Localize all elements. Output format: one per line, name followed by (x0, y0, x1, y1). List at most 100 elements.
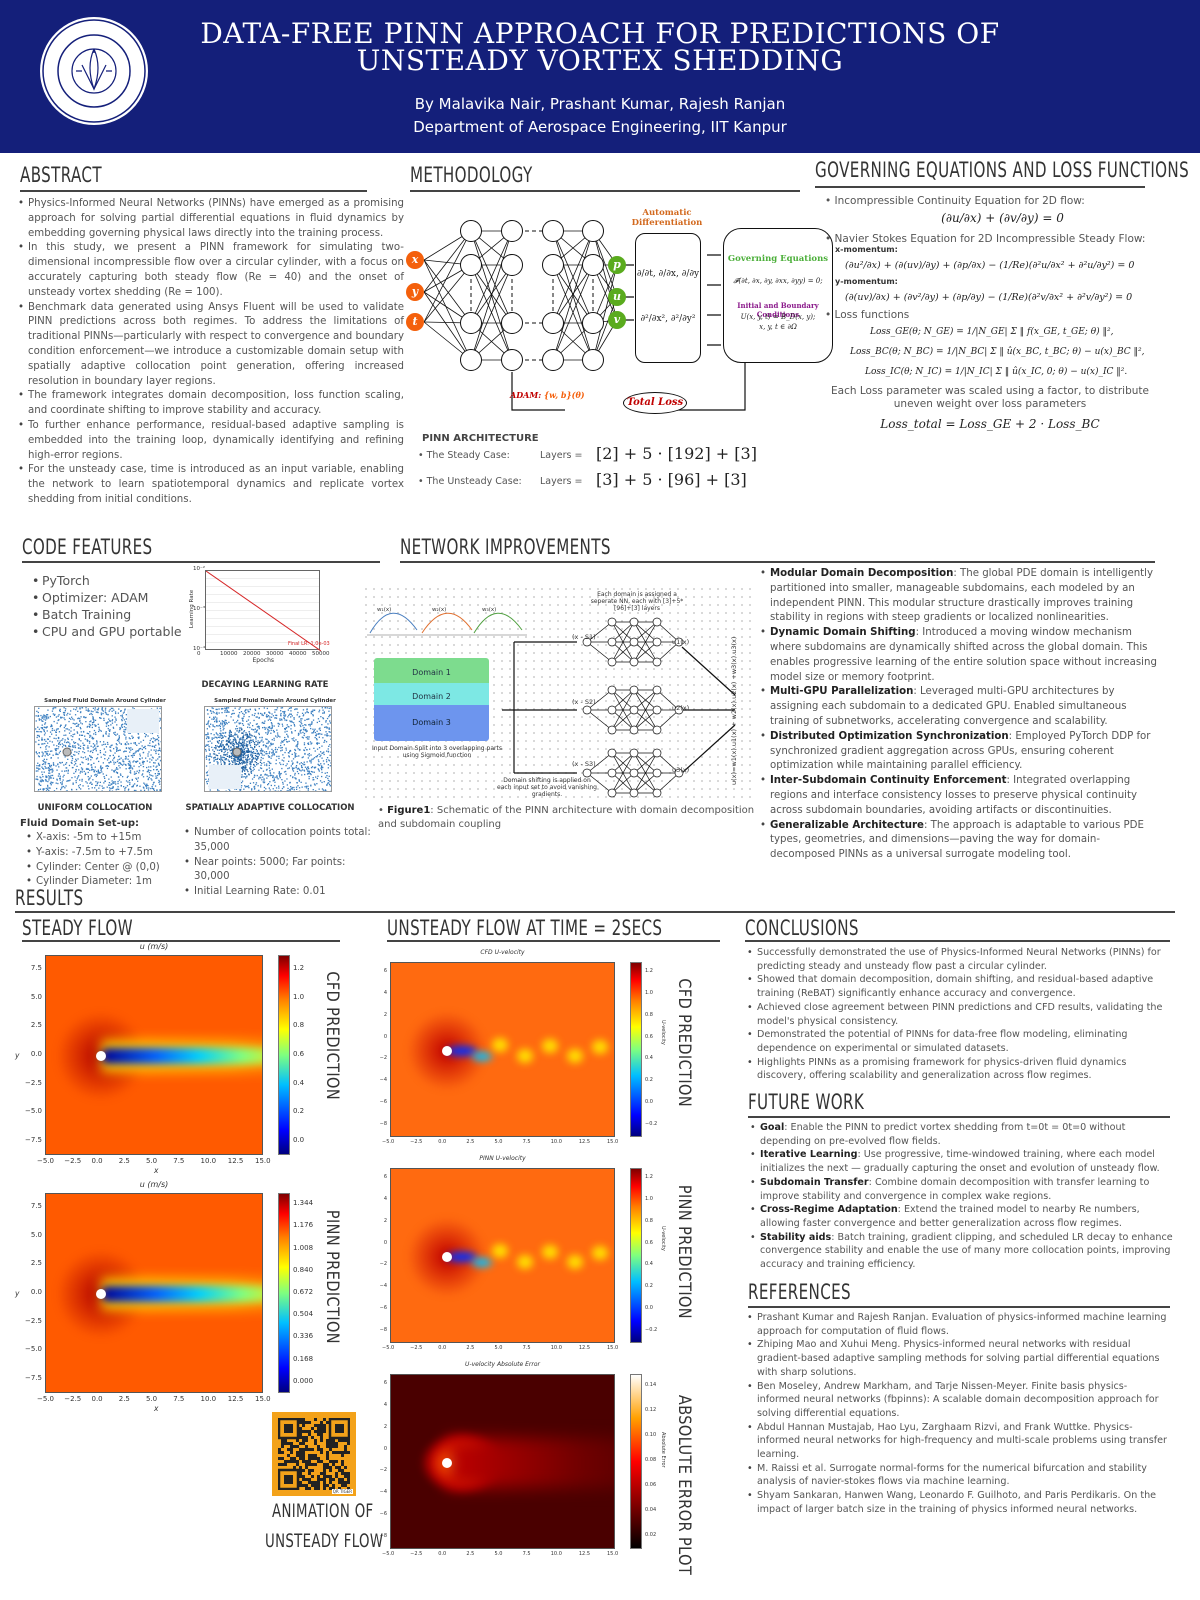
subnet-neuron (582, 705, 592, 715)
y-tick: −5.0 (25, 1345, 42, 1354)
hidden-neuron (542, 349, 564, 371)
network-heading: NETWORK IMPROVEMENTS (400, 535, 611, 559)
subnet-neuron (607, 748, 617, 758)
subnet-neuron (652, 725, 662, 735)
colorbar-tick: 0.04 (645, 1506, 657, 1513)
improvements-list: Modular Domain Decomposition: The global… (758, 567, 1163, 863)
colorbar-tick: 0.0 (645, 1305, 653, 1312)
y-tick: 0 (383, 1445, 387, 1452)
weight-3: w₃(x) (482, 607, 497, 613)
ibc-equation: U(x, y, t) = B_D(x, y); (740, 313, 816, 321)
colorbar-tick: 0.840 (293, 1265, 314, 1274)
future-item-label: Subdomain Transfer (760, 1176, 869, 1188)
future-item-label: Iterative Learning (760, 1149, 858, 1161)
subnet-neuron (629, 685, 639, 695)
lr-line (206, 571, 321, 651)
subnet-neuron (652, 685, 662, 695)
colorbar-label: U-velocity (660, 1225, 666, 1251)
improvement-item: Multi-GPU Parallelization: Leveraged mul… (758, 685, 1163, 729)
abstract-item: Physics-Informed Neural Networks (PINNs)… (16, 197, 404, 241)
equations-box: Governing Equations 𝓕(∂t, ∂x, ∂y, ∂xx, ∂… (723, 228, 833, 363)
x-tick: 0.0 (91, 1395, 103, 1403)
pinn-diagram: ∂/∂t, ∂/∂x, ∂/∂y ∂²/∂x², ∂²/∂y² Automati… (405, 200, 833, 420)
divider (748, 1306, 1170, 1308)
y-tick: −8 (379, 1533, 387, 1540)
future-list: Goal: Enable the PINN to predict vortex … (748, 1121, 1173, 1272)
future-item: Stability aids: Batch training, gradient… (748, 1231, 1173, 1272)
future-work-heading: FUTURE WORK (748, 1090, 865, 1114)
divider (815, 186, 1145, 188)
colorbar-tick: 0.8 (645, 1011, 653, 1018)
unsteady-flow-heading: UNSTEADY FLOW AT TIME = 2SECS (387, 916, 663, 940)
uniform-collocation-plot: Sampled Fluid Domain Around Cylinder (20, 698, 170, 798)
abstract-heading: ABSTRACT (20, 163, 102, 187)
conclusion-item: Highlights PINNs as a promising framewor… (745, 1056, 1170, 1083)
hidden-neuron (501, 349, 523, 371)
colorbar-tick: 0.12 (645, 1406, 657, 1413)
improvement-item: Modular Domain Decomposition: The global… (758, 567, 1163, 626)
y-tick: −2.5 (25, 1316, 42, 1325)
colorbar-tick: 0.0 (645, 1099, 653, 1106)
x-tick: 12.5 (578, 1139, 591, 1145)
vortex (567, 1048, 584, 1063)
future-item: Goal: Enable the PINN to predict vortex … (748, 1121, 1173, 1148)
abstract-item: The framework integrates domain decompos… (16, 389, 404, 419)
x-tick: 15.0 (607, 1139, 619, 1145)
points-item: Number of collocation points total: 35,0… (182, 826, 377, 856)
domain-3: Domain 3 (374, 705, 489, 741)
future-item: Subdomain Transfer: Combine domain decom… (748, 1176, 1173, 1203)
hidden-neuron (501, 220, 523, 242)
hidden-neuron (582, 312, 604, 334)
qr-label: ANIMATION OF (272, 1500, 374, 1522)
conclusions-list: Successfully demonstrated the use of Phy… (745, 946, 1170, 1083)
weight-2: w₂(x) (432, 607, 447, 613)
colorbar-tick: 1.2 (645, 1173, 653, 1180)
hidden-neuron (542, 254, 564, 276)
subnet-neuron (652, 705, 662, 715)
colorbar-tick: 0.4 (645, 1055, 653, 1062)
x-tick: 0 (197, 651, 201, 657)
output-node-p: p (608, 256, 626, 274)
cylinder (95, 1289, 106, 1299)
improvement-item-label: Generalizable Architecture (770, 819, 924, 831)
x-label: Epochs (252, 657, 275, 664)
colorbar-label: Absolute Error (660, 1431, 666, 1468)
shift-note: Domain shifting is applied on each input… (497, 777, 597, 798)
colorbar (630, 1168, 642, 1343)
legend (209, 765, 241, 789)
cylinder (62, 747, 72, 757)
vortex (567, 1254, 584, 1269)
y-tick: 0.0 (30, 1050, 42, 1058)
subnet-neuron (652, 657, 662, 667)
improvement-item-text: : The approach is adaptable to various P… (770, 819, 1144, 861)
plot-title: U-velocity Absolute Error (465, 1361, 540, 1368)
y-tick: 2 (383, 1217, 387, 1224)
colorbar-tick: −0.2 (645, 1121, 658, 1128)
improvement-item-text: : Integrated overlapping regions and int… (770, 775, 1138, 816)
unsteady-cfd-plot (390, 962, 615, 1137)
arch-heading: PINN ARCHITECTURE (422, 433, 539, 444)
improvement-item-label: Modular Domain Decomposition (770, 568, 954, 579)
methodology-heading: METHODOLOGY (410, 163, 533, 187)
y-tick: 0 (383, 1239, 387, 1246)
y-tick: −8 (379, 1327, 387, 1334)
colorbar (630, 1374, 642, 1549)
authors: By Malavika Nair, Prashant Kumar, Rajesh… (414, 95, 786, 113)
x-tick: −2.5 (410, 1345, 423, 1351)
hidden-neuron (460, 312, 482, 334)
department: Department of Aerospace Engineering, IIT… (413, 118, 787, 136)
output-node-v: v (608, 311, 626, 329)
improvement-item-text: : Leveraged multi-GPU architectures by a… (770, 686, 1127, 727)
setup-item: Y-axis: -7.5m to +7.5m (24, 846, 184, 861)
animation-qr-code[interactable]: QR TIGER (272, 1412, 356, 1496)
hidden-neuron (582, 220, 604, 242)
divider (748, 1116, 1170, 1118)
subnet-neuron (629, 705, 639, 715)
nn-note: Each domain is assigned a seperate NN, e… (590, 591, 684, 612)
y-tick: −4 (379, 1283, 387, 1290)
poster-header: DATA-FREE PINN APPROACH FOR PREDICTIONS … (0, 0, 1200, 153)
subnet-neuron (607, 768, 617, 778)
x-tick: 5.0 (494, 1551, 503, 1557)
x-tick: −5.0 (37, 1395, 54, 1403)
reference-item: Prashant Kumar and Rajesh Ranjan. Evalua… (745, 1311, 1170, 1338)
